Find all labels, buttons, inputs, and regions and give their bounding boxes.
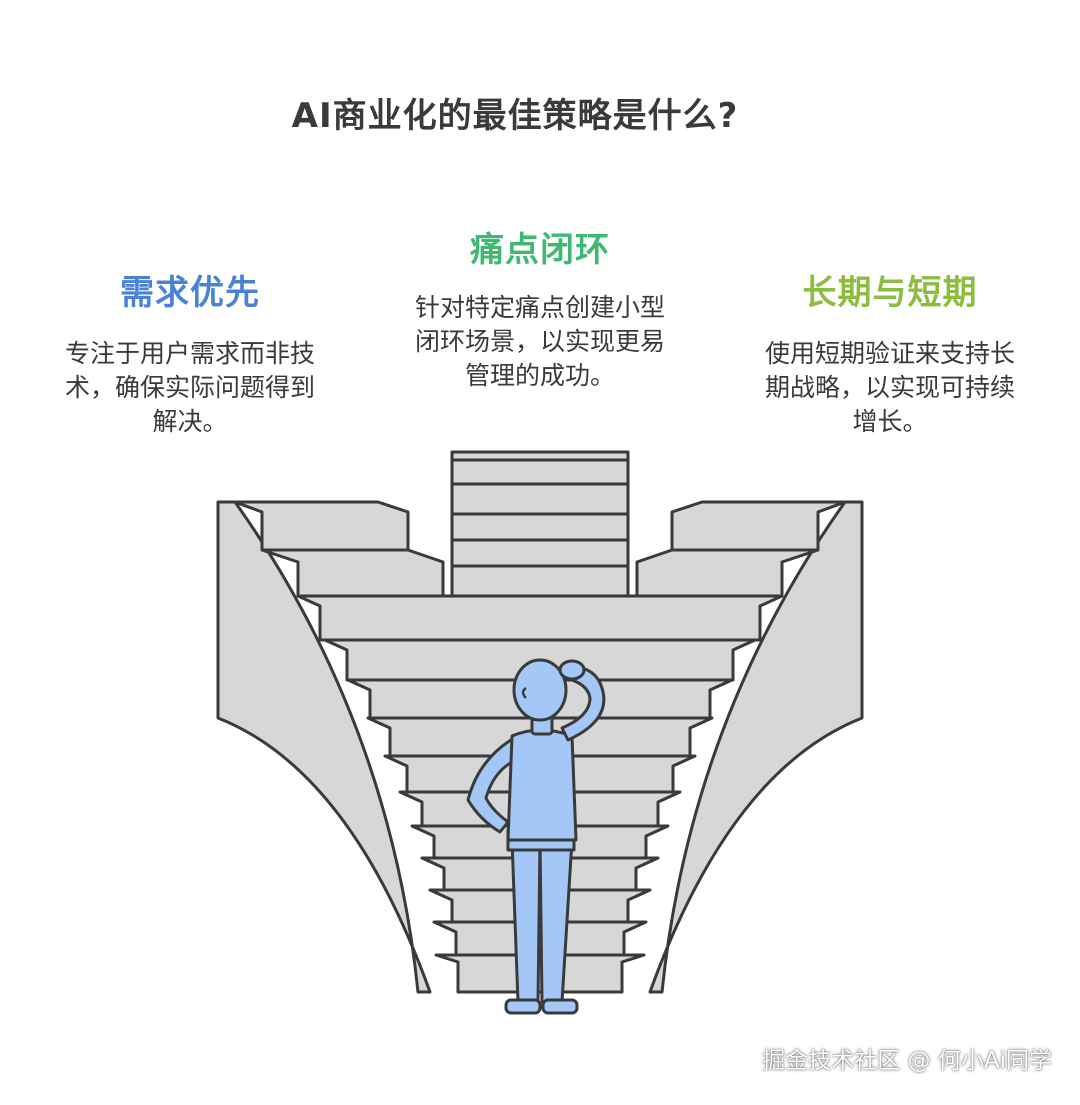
stair-step <box>296 594 784 642</box>
right-wall <box>648 500 864 994</box>
desc-pain-point-loop: 针对特定痛点创建小型 闭环场景，以实现更易 管理的成功。 <box>385 291 695 393</box>
desc-line: 增长。 <box>852 407 928 436</box>
desc-line: 使用短期验证来支持长 <box>764 339 1015 368</box>
left-arm <box>466 736 518 834</box>
page-title: AI商业化的最佳策略是什么? <box>291 96 739 136</box>
torso <box>506 728 578 842</box>
ear <box>521 686 527 699</box>
heading-demand-first: 需求优先 <box>120 273 260 313</box>
left-foot <box>504 998 542 1015</box>
stair-step <box>434 953 646 994</box>
desc-long-short-term: 使用短期验证来支持长 期战略，以实现可持续 增长。 <box>740 337 1040 439</box>
desc-line: 管理的成功。 <box>464 361 615 390</box>
left-wall <box>216 500 432 994</box>
left-leg <box>510 838 542 1004</box>
head <box>512 658 568 722</box>
center-tower <box>450 450 630 598</box>
thinking-person-figure <box>466 658 606 1015</box>
desc-line: 术，确保实际问题得到 <box>64 373 315 402</box>
left-upper-step <box>233 500 410 552</box>
desc-line: 期战略，以实现可持续 <box>764 373 1015 402</box>
watermark: 掘金技术社区 @ 何小Ai同学 <box>762 1048 1052 1074</box>
heading-long-short-term: 长期与短期 <box>802 273 978 313</box>
desc-line: 针对特定痛点创建小型 <box>414 293 665 322</box>
heading-pain-point-loop: 痛点闭环 <box>470 230 610 270</box>
desc-demand-first: 专注于用户需求而非技 术，确保实际问题得到 解决。 <box>40 337 340 439</box>
hand <box>558 659 586 681</box>
desc-line: 解决。 <box>152 407 228 436</box>
right-foot <box>541 998 579 1015</box>
desc-line: 专注于用户需求而非技 <box>64 339 315 368</box>
right-upper-step <box>670 500 847 552</box>
desc-line: 闭环场景，以实现更易 <box>414 327 665 356</box>
